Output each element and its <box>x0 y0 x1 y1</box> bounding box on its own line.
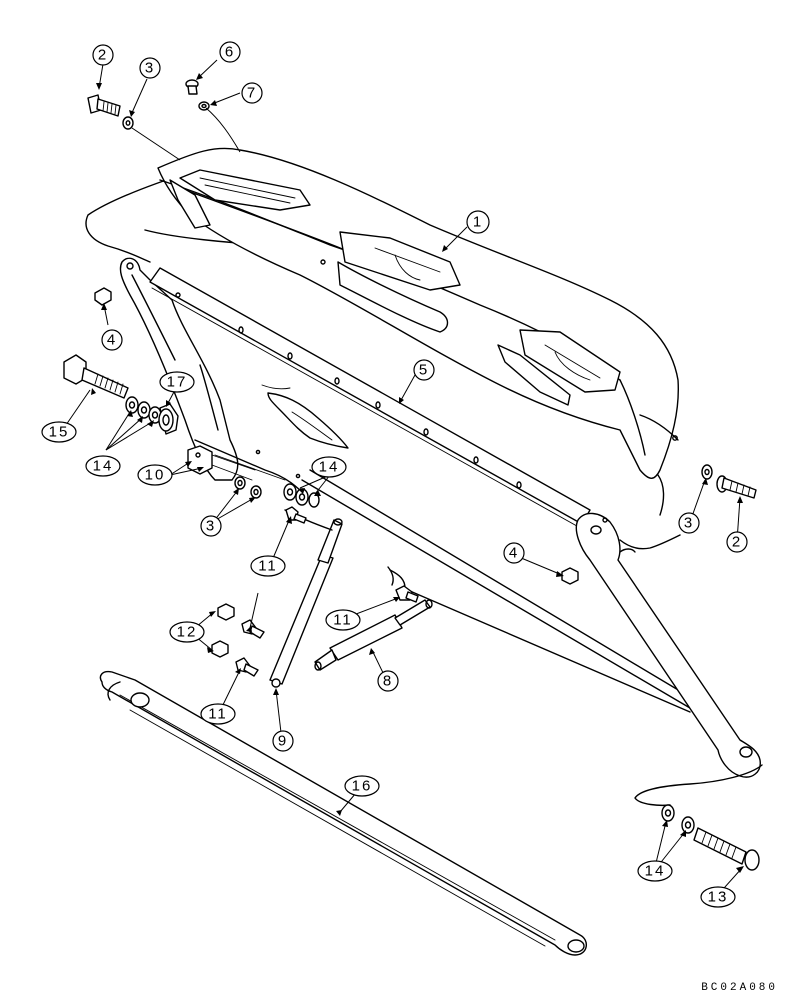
washer-3-top <box>122 116 134 130</box>
callout-label: 13 <box>708 889 729 906</box>
callout-label: 2 <box>98 47 108 64</box>
bolt-11-mid <box>241 619 265 639</box>
lower-tie-rod <box>301 469 696 713</box>
washer-3-mid-b <box>250 485 262 499</box>
gas-strut-8 <box>314 599 433 671</box>
callout-label: 11 <box>333 612 353 629</box>
callout-3-mid: 3 <box>200 515 222 537</box>
center-gasket <box>261 384 349 449</box>
callout-label: 4 <box>107 332 117 349</box>
callout-15: 15 <box>41 421 77 443</box>
callout-12: 12 <box>169 621 205 643</box>
cover-panel <box>85 147 680 479</box>
callout-label: 16 <box>352 778 373 795</box>
callout-10: 10 <box>137 464 173 486</box>
washer-3-right <box>701 464 713 480</box>
callout-label: 12 <box>177 624 198 641</box>
callout-label: 6 <box>225 44 235 61</box>
bolt-13 <box>693 827 760 871</box>
callout-label: 9 <box>278 733 288 750</box>
callout-label: 5 <box>419 362 429 379</box>
callout-label: 14 <box>93 458 114 475</box>
washer-3-mid-a <box>234 476 246 490</box>
callout-8: 8 <box>377 670 399 692</box>
washer-14-a <box>125 396 139 414</box>
bolt-11-low <box>235 657 259 677</box>
drawing-code-label: BC02A080 <box>701 982 778 994</box>
callout-14-mid: 14 <box>311 456 347 478</box>
callout-label: 15 <box>49 424 70 441</box>
nut-12-a <box>217 603 235 621</box>
washer-14-lr-b <box>681 816 695 834</box>
callout-label: 10 <box>145 467 166 484</box>
callout-label: 2 <box>732 534 742 551</box>
upper-bar <box>149 267 591 531</box>
bolt-2-top-left <box>87 94 121 117</box>
long-pivot-rod <box>99 670 587 956</box>
washer-14-lr-a <box>661 804 675 822</box>
callouts: 1 2 2 3 3 3 4 4 5 6 7 8 9 10 11 11 11 12… <box>41 41 748 908</box>
callout-label: 8 <box>383 673 393 690</box>
callout-label: 4 <box>509 545 519 562</box>
left-mount-plate <box>119 257 311 501</box>
callout-9: 9 <box>272 730 294 752</box>
callout-label: 7 <box>247 85 257 102</box>
nut-4-left <box>94 287 112 306</box>
callout-13: 13 <box>700 886 736 908</box>
callout-1: 1 <box>466 210 490 234</box>
bolt-11-right <box>395 585 419 603</box>
callout-4-left: 4 <box>101 329 123 351</box>
bushing-17 <box>158 403 179 435</box>
callout-label: 14 <box>319 459 340 476</box>
callout-5: 5 <box>413 359 435 381</box>
spacer-10 <box>187 445 256 481</box>
callout-label: 17 <box>167 374 188 391</box>
right-arm <box>575 512 761 778</box>
pin-6 <box>185 79 199 95</box>
callout-11-right: 11 <box>325 609 361 631</box>
callout-label: 1 <box>473 214 483 231</box>
nut-4-right <box>561 567 579 585</box>
callout-11-low: 11 <box>200 703 236 725</box>
callout-2-right: 2 <box>726 531 748 553</box>
callout-7: 7 <box>241 82 263 104</box>
callout-14-lower-right: 14 <box>637 860 673 882</box>
callout-6: 6 <box>219 41 241 63</box>
callout-label: 11 <box>208 706 228 723</box>
bolt-11-top <box>285 506 307 524</box>
callout-label: 11 <box>258 558 278 575</box>
callout-label: 14 <box>645 863 666 880</box>
right-lower-outline <box>619 474 763 807</box>
washer-14-mid-c <box>308 492 320 508</box>
callout-17: 17 <box>159 371 195 393</box>
callout-3-right: 3 <box>678 512 700 534</box>
callout-label: 3 <box>684 515 694 532</box>
callout-label: 3 <box>206 518 216 535</box>
bolt-2-right <box>716 475 757 499</box>
callout-16: 16 <box>344 775 380 797</box>
washer-14-mid-a <box>283 483 297 501</box>
callout-3-top: 3 <box>139 57 161 79</box>
callout-11-top: 11 <box>250 555 286 577</box>
callout-14-left: 14 <box>85 455 121 477</box>
callout-4-right: 4 <box>503 542 525 564</box>
bolt-15 <box>63 354 129 399</box>
callout-2-top: 2 <box>92 44 114 66</box>
nut-12-b <box>211 640 229 658</box>
callout-label: 3 <box>145 60 155 77</box>
gas-strut-9 <box>269 518 343 688</box>
washer-14-b <box>137 401 151 419</box>
leader-arrowheads <box>91 73 744 873</box>
